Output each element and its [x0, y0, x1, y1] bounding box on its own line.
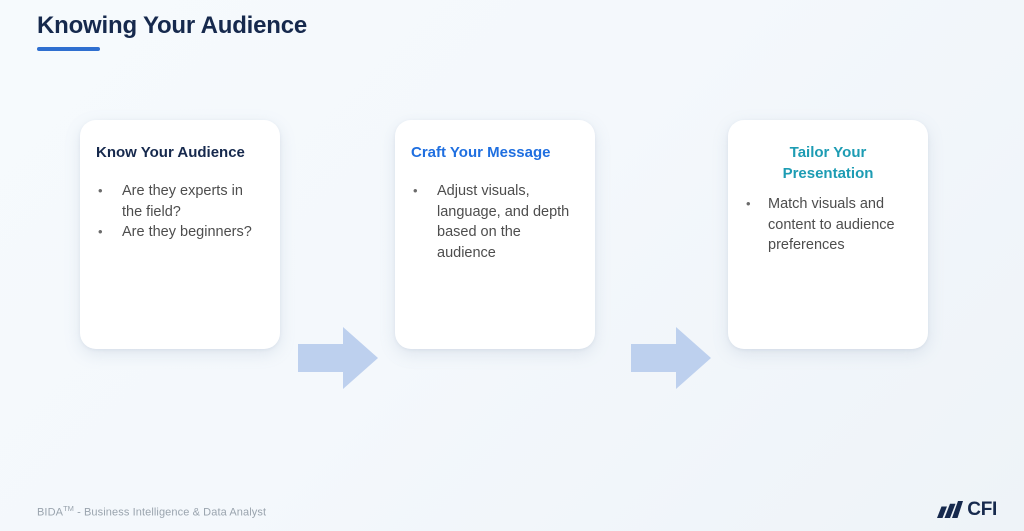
- arrow-right-icon: [631, 327, 711, 389]
- card-craft-your-message: Craft Your Message Adjust visuals, langu…: [395, 120, 595, 349]
- cfi-logo: CFI: [937, 500, 997, 519]
- cfi-logo-text: CFI: [967, 499, 997, 520]
- card-bullet-list: Are they experts in the field? Are they …: [96, 181, 264, 243]
- footer-program-prefix: BIDA: [37, 507, 64, 519]
- footer-program-label: BIDATM - Business Intelligence & Data An…: [37, 504, 266, 519]
- card-know-your-audience: Know Your Audience Are they experts in t…: [80, 120, 280, 349]
- title-block: Knowing Your Audience: [37, 10, 307, 51]
- page-title: Knowing Your Audience: [37, 12, 308, 39]
- list-item: Are they beginners?: [96, 222, 264, 243]
- card-title: Craft Your Message: [411, 144, 551, 161]
- card-title: Tailor Your Presentation: [782, 144, 874, 182]
- card-tailor-your-presentation: Tailor Your Presentation Match visuals a…: [728, 120, 928, 349]
- card-title: Know Your Audience: [96, 144, 245, 161]
- process-cards-row: Know Your Audience Are they experts in t…: [0, 120, 1024, 389]
- cfi-logo-mark-icon: [937, 501, 964, 518]
- card-bullet-list: Match visuals and content to audience pr…: [744, 194, 912, 256]
- list-item: Are they experts in the field?: [96, 181, 264, 222]
- arrow-right-icon: [298, 327, 378, 389]
- footer-program-suffix: - Business Intelligence & Data Analyst: [73, 507, 267, 519]
- card-bullet-list: Adjust visuals, language, and depth base…: [411, 181, 579, 263]
- title-underline-accent: [37, 47, 100, 51]
- list-item: Adjust visuals, language, and depth base…: [411, 181, 579, 263]
- trademark-symbol: TM: [63, 504, 74, 514]
- list-item: Match visuals and content to audience pr…: [744, 194, 912, 256]
